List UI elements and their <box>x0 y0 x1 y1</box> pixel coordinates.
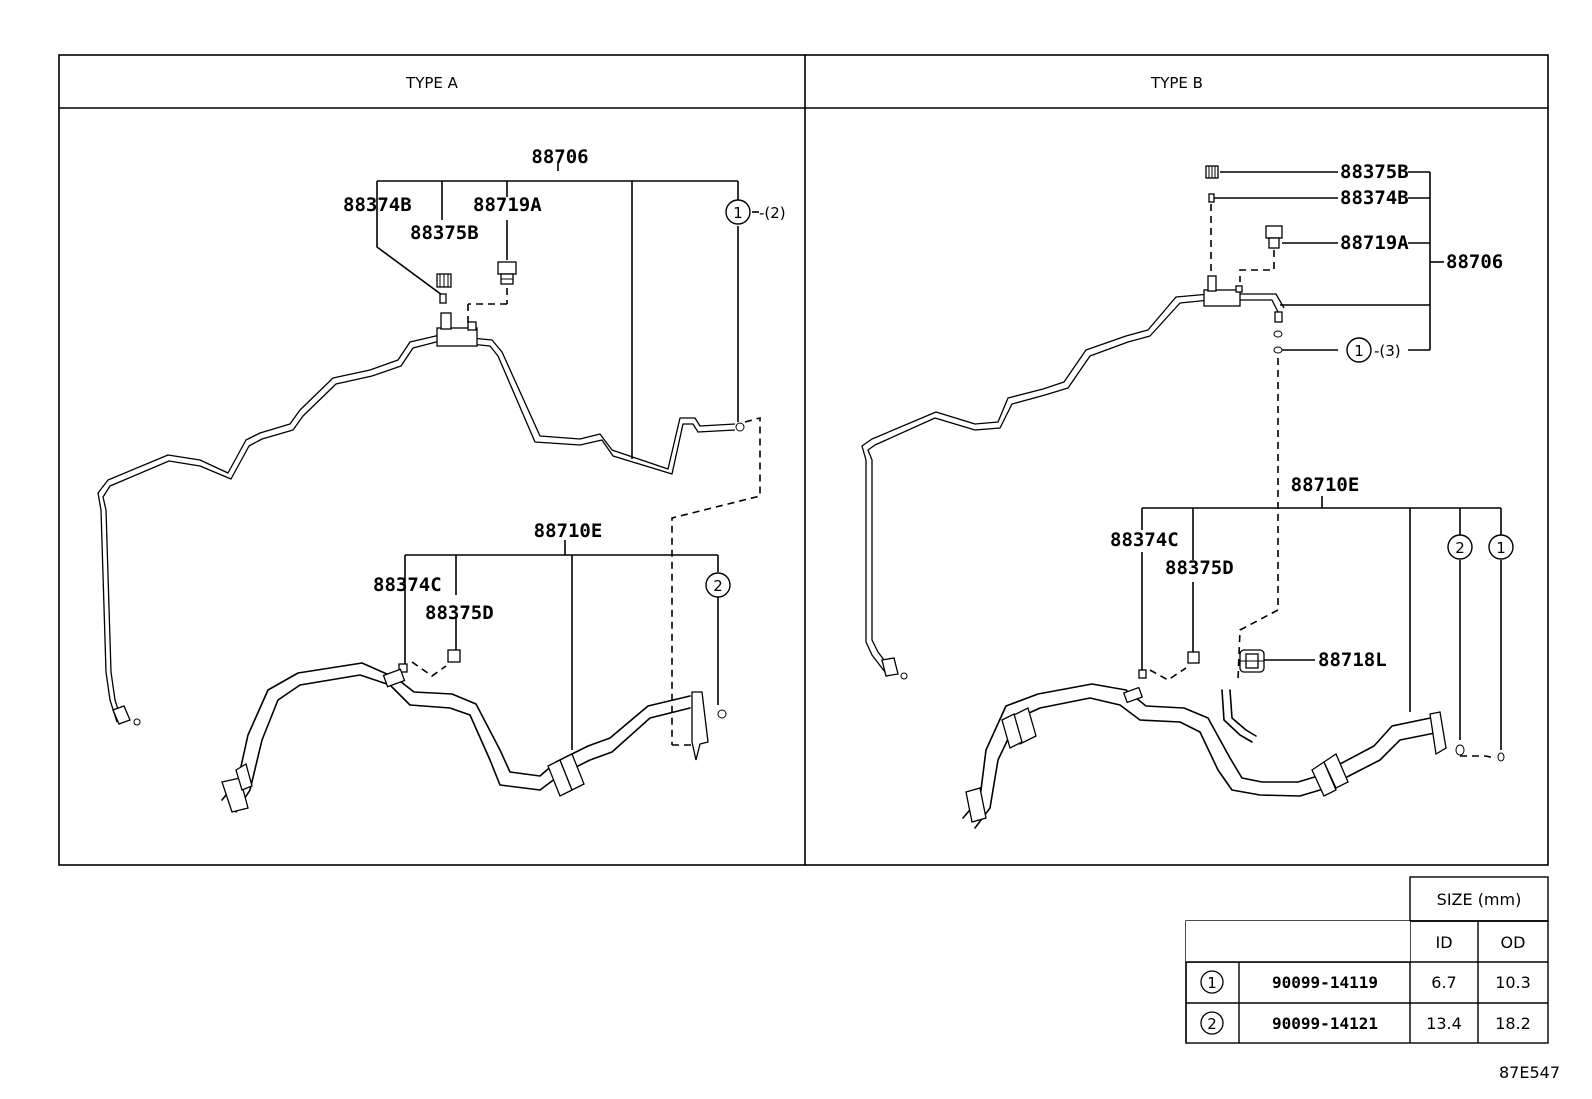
type-b-callout-1-qty: -(3) <box>1374 342 1401 360</box>
type-a-tube-leader <box>376 163 759 459</box>
type-b-label-88718l: 88718L <box>1318 649 1387 671</box>
type-b-label-88375b: 88375B <box>1340 161 1409 183</box>
type-a-label-88375b: 88375B <box>410 222 479 244</box>
type-b-label-88374c: 88374C <box>1110 529 1179 551</box>
type-b-label-88719a: 88719A <box>1340 232 1409 254</box>
type-a-oring-callout-1: 1 -(2) <box>725 199 786 225</box>
type-b-pressure-switch-88719a <box>1239 225 1283 282</box>
type-a-callout-2-number: 2 <box>713 577 723 595</box>
table-header-size: SIZE (mm) <box>1437 890 1522 909</box>
type-a-label-88710e: 88710E <box>534 520 603 542</box>
type-b-label-88374b: 88374B <box>1340 187 1409 209</box>
table-row: 1 90099-14119 6.7 10.3 <box>1200 970 1531 994</box>
table-row-2-ref: 2 <box>1207 1015 1217 1033</box>
type-b-hose-leader <box>1141 496 1502 750</box>
panel-title-type-a: TYPE A <box>405 74 459 92</box>
type-b-label-88706: 88706 <box>1446 251 1503 273</box>
type-b-oring-callout-1: 1 -(3) <box>1346 337 1401 363</box>
table-row-1-ref: 1 <box>1207 974 1217 992</box>
type-a-label-88374b: 88374B <box>343 194 412 216</box>
type-a-callout-1-qty: -(2) <box>759 204 786 222</box>
figure-id: 87E547 <box>1499 1063 1560 1082</box>
type-b-panel: 88375B 88374B 88719A 88706 1 -(3) <box>861 161 1514 829</box>
type-a-pressure-switch-88719a <box>467 261 517 332</box>
table-row-1-od: 10.3 <box>1495 973 1531 992</box>
type-b-tube-leader <box>1212 171 1444 351</box>
type-a-callout-1-number: 1 <box>733 204 743 222</box>
type-b-callout-1-number: 1 <box>1354 342 1364 360</box>
panel-title-type-b: TYPE B <box>1150 74 1203 92</box>
table-col-id: ID <box>1435 933 1452 952</box>
type-a-suction-hose <box>221 649 709 813</box>
table-row-1-part-no: 90099-14119 <box>1272 973 1378 992</box>
table-col-od: OD <box>1501 933 1526 952</box>
type-a-label-88375d: 88375D <box>425 602 494 624</box>
type-a-hose-leader <box>404 540 719 750</box>
type-b-suction-hose <box>962 651 1495 829</box>
table-row: 2 90099-14121 13.4 18.2 <box>1200 1011 1531 1035</box>
type-a-panel: 88706 88374B 88375B 88719A 1 -(2) <box>97 146 786 813</box>
diagram-frame <box>58 54 1549 866</box>
type-a-cap-88374b <box>439 293 447 304</box>
table-row-1-id: 6.7 <box>1431 973 1456 992</box>
type-b-cap-88374b <box>1208 193 1215 275</box>
oring-size-table <box>1185 876 1549 1044</box>
type-a-valve-88375b <box>436 273 452 288</box>
table-row-2-part-no: 90099-14121 <box>1272 1014 1378 1033</box>
type-a-label-88719a: 88719A <box>473 194 542 216</box>
type-a-label-88706: 88706 <box>531 146 588 168</box>
type-b-oring-callout-1b: 1 <box>1488 534 1514 560</box>
type-b-callout-1b-number: 1 <box>1496 539 1506 557</box>
table-row-2-od: 18.2 <box>1495 1014 1531 1033</box>
type-b-sensor-88718l <box>1239 649 1265 673</box>
type-b-oring-callout-2: 2 <box>1447 534 1473 560</box>
type-b-callout-2-number: 2 <box>1455 539 1465 557</box>
type-b-discharge-tube <box>861 275 1285 681</box>
type-a-oring-callout-2: 2 <box>705 572 731 598</box>
type-a-discharge-tube <box>97 312 761 745</box>
type-b-label-88710e: 88710E <box>1291 474 1360 496</box>
table-row-2-id: 13.4 <box>1426 1014 1462 1033</box>
type-b-valve-88375b <box>1205 165 1219 179</box>
type-b-label-88375d: 88375D <box>1165 557 1234 579</box>
type-a-label-88374c: 88374C <box>373 574 442 596</box>
